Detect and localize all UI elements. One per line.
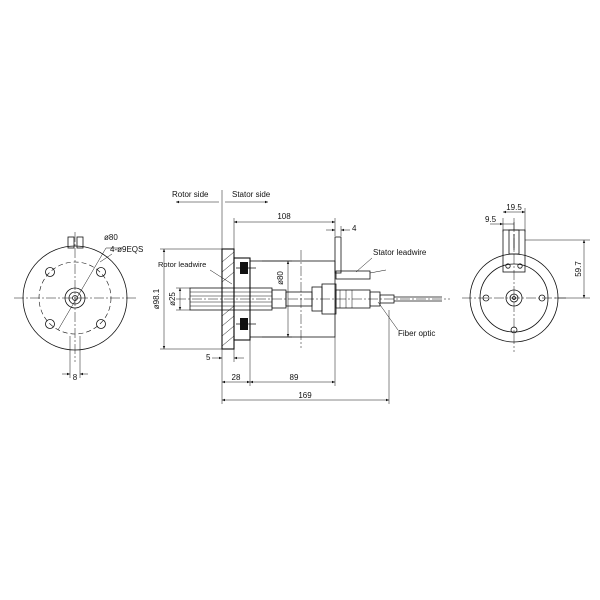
front-view: 8 ø80 4-ø9EQS — [14, 232, 143, 382]
end-view: 9.5 19.5 59.7 — [462, 203, 590, 352]
front-dim-d80: ø80 — [104, 233, 118, 242]
dim-59-7: 59.7 — [574, 261, 583, 277]
dim-169: 169 — [298, 391, 312, 400]
dim-9-5: 9.5 — [485, 215, 497, 224]
stator-leadwire-tab — [334, 236, 342, 274]
rotor-side-label: Rotor side — [172, 190, 209, 199]
dim-89: 89 — [290, 373, 299, 382]
dim-28: 28 — [232, 373, 241, 382]
bolt-hole — [45, 267, 55, 277]
dim-19-5: 19.5 — [506, 203, 522, 212]
dim-d25: ø25 — [168, 292, 177, 306]
rotor-leadwire-label: Rotor leadwire — [158, 260, 206, 269]
dim-d80: ø80 — [276, 271, 285, 285]
flange-hatch — [221, 251, 235, 347]
dim-d98: ø98.1 — [152, 288, 161, 309]
front-dim-holes: 4-ø9EQS — [110, 245, 143, 254]
fiber-optic-label: Fiber optic — [398, 329, 435, 338]
side-view: Rotor side Stator side — [152, 190, 450, 404]
dim-108: 108 — [277, 212, 291, 221]
dim-4: 4 — [352, 224, 357, 233]
front-dim-8: 8 — [73, 373, 78, 382]
bolt-hole — [96, 267, 106, 277]
bolt-hole — [45, 319, 55, 329]
stator-leadwire-label: Stator leadwire — [373, 248, 427, 257]
stator-side-label: Stator side — [232, 190, 271, 199]
bolt-hole — [96, 319, 106, 329]
dim-5: 5 — [206, 353, 211, 362]
